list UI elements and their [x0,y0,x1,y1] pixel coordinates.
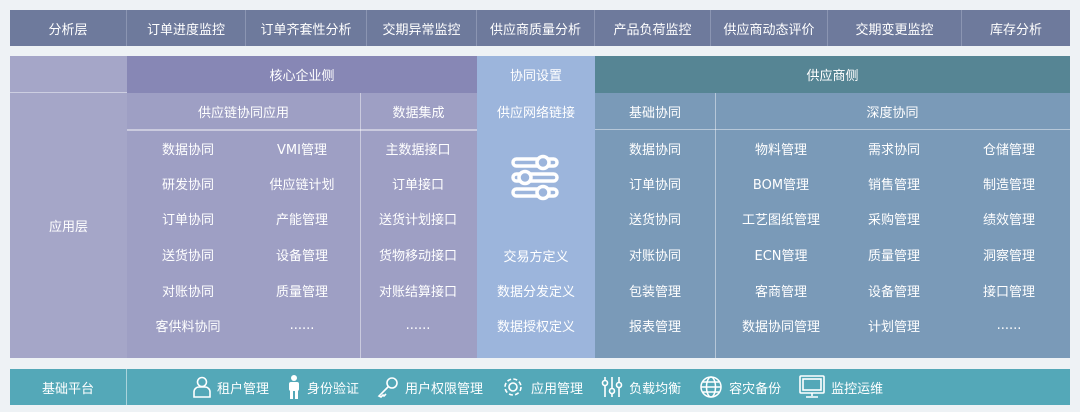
module-item: 数据协同 [628,142,681,158]
module-item: 对账协同 [161,284,214,300]
module-item: 客商管理 [754,284,807,300]
module-item: 客供料协同 [155,319,221,335]
module-item: 对账协同 [628,248,681,264]
module-item: 物料管理 [754,142,807,158]
module-item: 采购管理 [867,212,920,228]
module-item: 对账结算接口 [378,284,457,300]
scm-collab-header: 供应链协同应用 [197,105,289,121]
module-item: 设备管理 [867,284,920,300]
platform-layer: 基础平台 租户管理 身份验证 用户权限管理 应用管理 负载均衡 容灾备份 监控运… [10,369,1070,405]
platform-item-tenant: 租户管理 [193,376,269,398]
module-item: 数据协同 [161,142,214,158]
module-item: 绩效管理 [982,212,1035,228]
module-item: 送货计划接口 [378,212,457,228]
collab-item: 数据分发定义 [496,284,575,300]
module-item: 质量管理 [867,248,920,264]
analysis-item: 产品负荷监控 [595,10,711,46]
core-enterprise-header: 核心企业侧 [127,56,477,93]
module-item: 订单接口 [391,177,444,193]
analysis-item: 订单进度监控 [127,10,246,46]
module-item: 需求协同 [867,142,920,158]
core-enterprise-panel [127,93,477,358]
globe-icon [699,375,723,399]
module-item: 送货协同 [161,248,214,264]
app-layer-label-panel [10,56,127,358]
module-item: 设备管理 [275,248,328,264]
analysis-layer-label: 分析层 [10,10,127,46]
analysis-item: 供应商动态评价 [711,10,828,46]
platform-item-auth: 身份验证 [287,375,359,399]
module-item: 接口管理 [982,284,1035,300]
analysis-item: 交期异常监控 [367,10,477,46]
module-item: 数据协同管理 [741,319,820,335]
collab-item: 交易方定义 [503,249,569,265]
sliders-icon [505,150,565,206]
person-icon [287,375,301,399]
module-item: 订单协同 [628,177,681,193]
module-item: 产能管理 [275,212,328,228]
analysis-item: 供应商质量分析 [477,10,595,46]
collab-settings-header: 协同设置 [509,69,562,84]
gear-icon [501,375,525,399]
platform-item-app: 应用管理 [501,375,583,399]
platform-item-permission: 用户权限管理 [377,376,483,398]
module-item: 研发协同 [161,177,214,193]
basic-collab-header: 基础协同 [628,105,681,121]
platform-item-backup: 容灾备份 [699,375,781,399]
analysis-item: 库存分析 [989,22,1042,38]
module-item: 仓储管理 [982,142,1035,158]
analysis-layer: 分析层 订单进度监控 订单齐套性分析 交期异常监控 供应商质量分析 产品负荷监控… [10,10,1070,46]
platform-layer-label: 基础平台 [10,369,127,405]
module-item: 洞察管理 [982,248,1035,264]
collab-item: 数据授权定义 [496,319,575,335]
module-item: 制造管理 [982,177,1035,193]
module-item: VMI管理 [277,142,327,158]
module-item: 工艺图纸管理 [741,212,820,228]
app-layer-label: 应用层 [48,220,88,235]
deep-collab-header: 深度协同 [866,105,919,121]
module-item: 质量管理 [275,284,328,300]
module-item: ...... [289,317,315,333]
platform-item-monitor: 监控运维 [799,375,883,399]
platform-item-load: 负载均衡 [601,376,681,398]
user-icon [193,376,211,398]
module-item: 计划管理 [867,319,920,335]
module-item: 主数据接口 [385,142,451,158]
module-item: ECN管理 [754,248,808,264]
supply-network-link: 供应网络链接 [496,105,575,121]
analysis-item: 交期变更监控 [828,10,962,46]
module-item: 报表管理 [628,319,681,335]
module-item: 货物移动接口 [378,248,457,264]
module-item: 送货协同 [628,212,681,228]
key-icon [377,376,399,398]
module-item: 订单协同 [161,212,214,228]
collab-settings-panel [477,56,595,358]
data-integration-header: 数据集成 [392,105,445,121]
monitor-icon [799,375,825,399]
sliders-icon [601,376,623,398]
supplier-side-panel [595,93,1070,358]
module-item: BOM管理 [752,177,810,193]
module-item: 销售管理 [867,177,920,193]
analysis-item: 订单齐套性分析 [246,10,367,46]
module-item: ...... [996,317,1022,333]
module-item: 供应链计划 [269,177,335,193]
module-item: ...... [405,317,431,333]
supplier-side-header: 供应商侧 [595,56,1070,93]
module-item: 包装管理 [628,284,681,300]
